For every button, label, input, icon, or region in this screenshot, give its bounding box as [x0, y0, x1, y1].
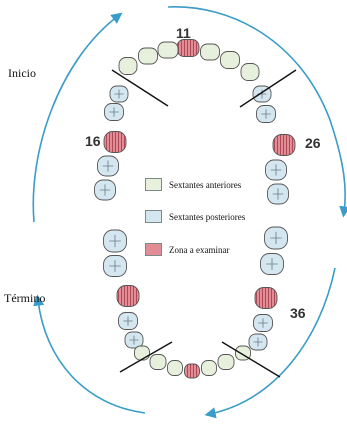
tooth-13: [221, 52, 240, 69]
legend-label-exam: Zona a examinar: [169, 245, 229, 255]
tooth-26: [273, 135, 295, 156]
tooth-46: [117, 286, 139, 307]
legend-label-posterior: Sextantes posteriores: [169, 212, 245, 222]
tooth-21: [158, 42, 178, 58]
tooth-22: [139, 48, 158, 64]
start-label: Inicio: [8, 66, 36, 81]
legend-item-exam: Zona a examinar: [145, 243, 229, 256]
tooth-number-11: 11: [176, 25, 191, 41]
legend-label-anterior: Sextantes anteriores: [169, 180, 241, 190]
legend-swatch-posterior: [145, 210, 162, 223]
tooth-lower-incisor-a: [150, 355, 166, 370]
tooth-11: [177, 40, 199, 57]
tooth-lower-incisor-c: [202, 361, 217, 376]
tooth-lower-incisor-d: [218, 355, 234, 370]
tooth-number-26: 26: [305, 135, 321, 151]
tooth-16: [104, 132, 126, 153]
legend-swatch-exam: [145, 243, 162, 256]
tooth-31: [185, 364, 200, 378]
tooth-number-16: 16: [85, 133, 101, 149]
tooth-number-36: 36: [290, 305, 306, 321]
tooth-lower-incisor-b: [168, 361, 183, 376]
legend-item-anterior: Sextantes anteriores: [145, 178, 241, 191]
tooth-14: [241, 64, 259, 81]
tooth-36: [255, 288, 277, 309]
legend-item-posterior: Sextantes posteriores: [145, 210, 245, 223]
tooth-lower-canine-left: [135, 346, 150, 360]
tooth-23: [119, 58, 137, 75]
tooth-12: [201, 44, 220, 60]
legend-swatch-anterior: [145, 178, 162, 191]
end-label: Término: [4, 291, 45, 306]
